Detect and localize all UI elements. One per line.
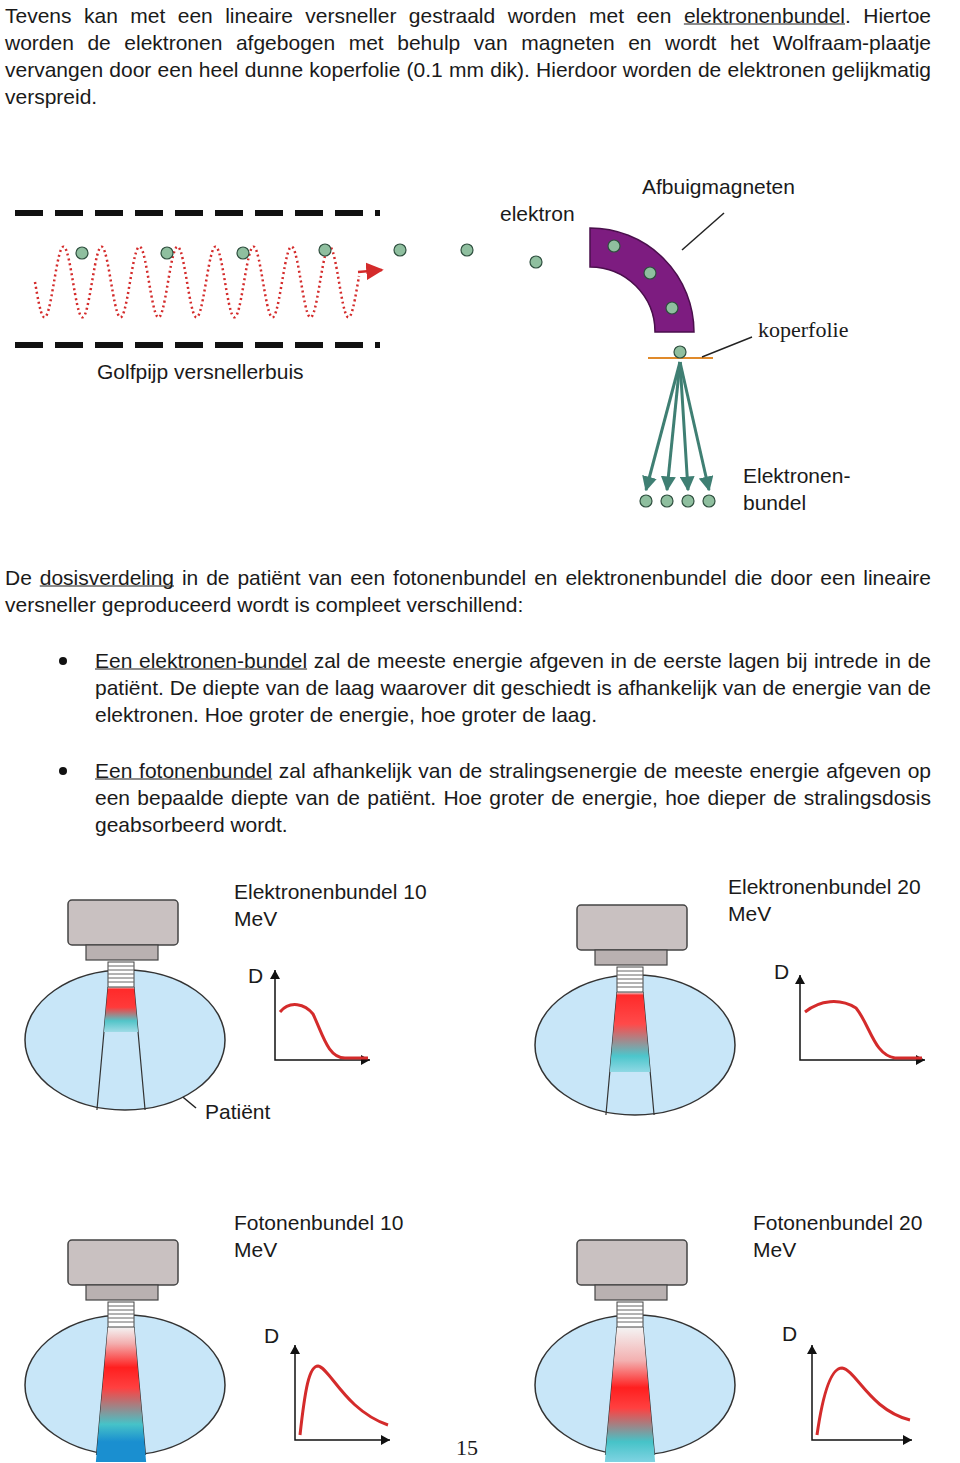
- graph-axes: [812, 1345, 912, 1440]
- panel-title: Elektronenbundel 20 MeV: [728, 873, 943, 927]
- graph-axes: [275, 970, 370, 1060]
- dose-region: [104, 987, 138, 1032]
- axis-arrow: [795, 975, 925, 1065]
- panel-title: Elektronenbundel 10 MeV: [234, 878, 449, 932]
- electron-fan: [646, 362, 709, 490]
- rf-wave-path: [35, 247, 359, 318]
- part-label: elektron: [500, 200, 575, 227]
- collimator-strip: [617, 983, 643, 984]
- collimator-strip: [108, 1318, 134, 1319]
- dose-panel: [535, 1240, 912, 1462]
- dose-region: [610, 992, 650, 1072]
- page-number: 15: [456, 1434, 478, 1461]
- collimator-strip: [617, 975, 643, 976]
- linac-head: [68, 900, 178, 945]
- linac-head: [68, 1240, 178, 1285]
- graph-axes: [800, 975, 925, 1060]
- collimator: [617, 967, 643, 992]
- dose-region: [96, 1327, 146, 1462]
- beam-edge: [97, 987, 145, 1110]
- rf-wave-arrow: [358, 270, 382, 272]
- collimator-strip: [108, 966, 134, 967]
- dose-curve: [817, 1368, 910, 1435]
- collimator-strip: [617, 979, 643, 980]
- collimator-strip: [108, 982, 134, 983]
- waveguide-tube: [15, 213, 380, 345]
- dose-curve: [300, 1366, 388, 1435]
- collimator-strip: [617, 1322, 643, 1323]
- collimator-strip: [108, 1314, 134, 1315]
- collimator-strip: [617, 971, 643, 972]
- axis-arrow: [807, 1345, 912, 1445]
- intro-paragraph: Tevens kan met een lineaire versneller g…: [5, 2, 931, 110]
- collimator-strip: [108, 1310, 134, 1311]
- linac-head: [577, 1240, 687, 1285]
- collimator: [617, 1302, 643, 1327]
- collimator-strip: [617, 987, 643, 988]
- linac-neck: [595, 1285, 667, 1300]
- part-label: koperfolie: [758, 316, 848, 343]
- collimator-strip: [108, 970, 134, 971]
- dose-panels: [25, 900, 925, 1462]
- panel-title: Fotonenbundel 10 MeV: [234, 1209, 434, 1263]
- part-label: Patiënt: [205, 1098, 270, 1125]
- beam-edge: [606, 992, 654, 1115]
- panel-title: Fotonenbundel 20 MeV: [753, 1209, 953, 1263]
- axis-label: D: [774, 958, 789, 985]
- dose-region: [605, 1327, 655, 1462]
- bullet-text: Een elektronen-bundel zal de meeste ener…: [95, 647, 931, 728]
- body-paragraph: De dosisverdeling in de patiënt van een …: [5, 564, 931, 618]
- axis-arrow: [270, 970, 370, 1065]
- collimator-strip: [617, 1314, 643, 1315]
- collimator: [108, 1302, 134, 1327]
- collimator-strip: [617, 1310, 643, 1311]
- electrons: [76, 240, 715, 507]
- bending-magnet: [590, 228, 694, 332]
- rf-wave: [35, 247, 382, 318]
- axis-label: D: [782, 1320, 797, 1347]
- dose-curve: [280, 1005, 368, 1058]
- part-label: Golfpijp versnellerbuis: [97, 358, 304, 385]
- graph-axes: [295, 1345, 390, 1440]
- dose-panel: [535, 905, 925, 1115]
- collimator-strip: [108, 974, 134, 975]
- linac-neck: [86, 945, 158, 960]
- collimator-strip: [108, 1306, 134, 1307]
- collimator: [108, 962, 134, 987]
- collimator-strip: [108, 1322, 134, 1323]
- part-label: Afbuigmagneten: [642, 173, 795, 200]
- dose-curve: [805, 1002, 922, 1058]
- axis-arrow: [290, 1345, 390, 1445]
- bullet-text: Een fotonenbundel zal afhankelijk van de…: [95, 757, 931, 838]
- dose-panel: [25, 900, 370, 1110]
- axis-label: D: [264, 1322, 279, 1349]
- linac-head: [577, 905, 687, 950]
- patient-body: [535, 975, 735, 1115]
- linac-neck: [595, 950, 667, 965]
- linac-neck: [86, 1285, 158, 1300]
- patient-body: [25, 970, 225, 1110]
- collimator-strip: [617, 1306, 643, 1307]
- part-label: Elektronen- bundel: [743, 462, 868, 516]
- bullets: [59, 657, 67, 775]
- collimator-strip: [108, 978, 134, 979]
- axis-label: D: [248, 962, 263, 989]
- dose-panel: [25, 1240, 390, 1462]
- collimator-strip: [617, 1318, 643, 1319]
